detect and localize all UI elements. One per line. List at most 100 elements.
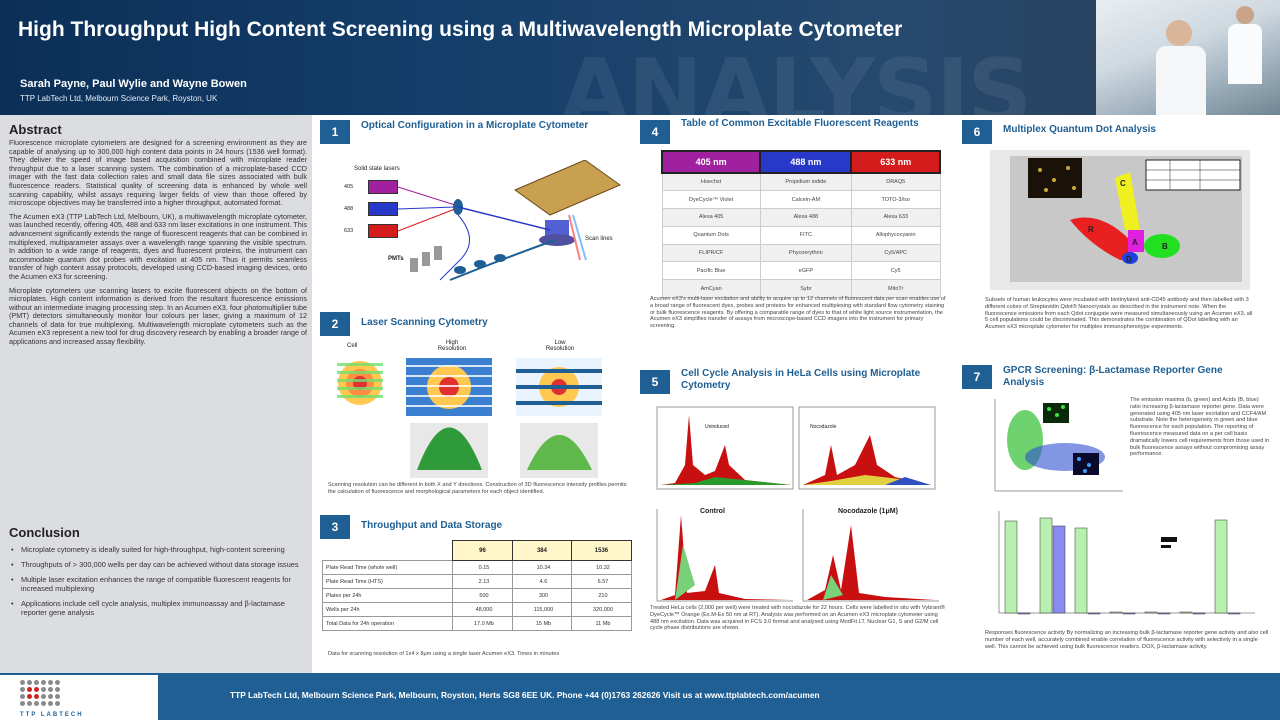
table-cell: 10.32 (570, 560, 633, 575)
section-number: 2 (320, 312, 350, 336)
bar-B-s1 (1052, 525, 1066, 614)
table-cell: 15 Mb (511, 616, 572, 631)
svg-text:A: A (1132, 238, 1138, 247)
section-number: 1 (320, 120, 350, 144)
section-title: Optical Configuration in a Microplate Cy… (361, 120, 589, 131)
section-caption: Data for scanning resolution of 1x4 x 8µ… (328, 651, 560, 657)
table-cell: 210 (570, 588, 633, 603)
table-cell: Phycoerythrin (759, 243, 852, 263)
authors: Sarah Payne, Paul Wylie and Wayne Bowen (20, 78, 247, 90)
section-caption: Scanning resolution can be different in … (328, 482, 627, 495)
histogram-label: Nocodazole (810, 424, 837, 430)
svg-text:B: B (1162, 242, 1168, 251)
poster-header: ANALYSIS High Throughput High Content Sc… (0, 0, 1280, 115)
abstract-heading: Abstract (9, 122, 62, 137)
optical-path-svg (397, 160, 622, 281)
table-cell: DRAQ5 (850, 172, 941, 192)
table-cell: Cy5/APC (850, 243, 941, 263)
laser-488-label: 488 (344, 206, 354, 212)
table-cell: Hoechst (661, 172, 761, 192)
abstract-paragraph: The Acumen eX3 (TTP LabTech Ltd, Melbour… (9, 211, 307, 281)
pmts-label: PMTs (388, 256, 404, 262)
header-background-word: ANALYSIS (560, 40, 1032, 115)
table-header: 405 nm (660, 150, 762, 174)
table-row: Plate Read Time (whole well) 0.15 10.34 … (322, 560, 633, 575)
table-header: 1536 (570, 540, 633, 561)
section-title: GPCR Screening: β-Lactamase Reporter Gen… (1003, 365, 1223, 388)
table-cell: 0.15 (452, 560, 513, 575)
lasers-label: Solid state lasers (354, 166, 400, 172)
section-number: 7 (962, 365, 992, 389)
table-cell: DyeCycle™ Violet (661, 190, 761, 210)
table-cell: Quantum Dots (661, 225, 761, 245)
poster-title: High Throughput High Content Screening u… (18, 18, 903, 41)
table-cell: 500 (452, 588, 513, 603)
section-caption: Responses fluorescence activity By norma… (985, 630, 1269, 650)
bar-F-s1 (1192, 612, 1206, 615)
section-title: Multiplex Quantum Dot Analysis (1003, 124, 1156, 135)
section-number: 5 (640, 370, 670, 394)
table-cell: 48,000 (452, 602, 513, 617)
abstract-paragraph: Microplate cytometers use scanning laser… (9, 285, 307, 347)
logo-text: TTP LABTECH (20, 712, 84, 718)
gpcr-side-text: The emission maxima (b, green) and Acids… (1130, 397, 1270, 458)
bar-G-s1 (1227, 612, 1241, 615)
conclusion-heading: Conclusion (9, 525, 80, 540)
throughput-table: 96 384 1536 Plate Read Time (whole well)… (322, 540, 633, 631)
logo-dots-icon (20, 680, 60, 706)
section-number: 4 (640, 120, 670, 144)
laser-405 (368, 180, 398, 194)
section-caption: Subsets of human leukocytes were incubat… (985, 297, 1253, 331)
table-row: Plate Read Time (HTS) 2.13 4.6 6.57 (322, 574, 633, 589)
section-caption: Treated HeLa cells (2,000 per well) were… (650, 605, 946, 632)
section-number: 6 (962, 120, 992, 144)
table-cell: Alexa 488 (759, 208, 852, 227)
section-caption: Acumen eX3's multi-laser excitation and … (650, 296, 946, 330)
beta-lactamase-scatter-svg (985, 395, 1125, 495)
abstract-text: Fluorescence microplate cytometers are d… (9, 138, 307, 352)
high-res-label: High Resolution (437, 340, 467, 352)
list-item: Applications include cell cycle analysis… (9, 599, 307, 617)
section-title: Cell Cycle Analysis in HeLa Cells using … (681, 368, 921, 391)
table-row: Total Data for 24h operation 17.0 Mb 15 … (322, 616, 633, 631)
low-res-label: Low Resolution (545, 340, 575, 352)
table-cell: eGFP (759, 261, 852, 281)
laser-633 (368, 224, 398, 238)
laser-488 (368, 202, 398, 216)
svg-text:D: D (1126, 255, 1132, 264)
table-cell: 2.13 (452, 574, 513, 589)
bar-A-s1 (1017, 612, 1031, 615)
nocodazole-label: Nocodazole (1μM) (838, 508, 898, 515)
laser-405-label: 405 (344, 184, 354, 190)
table-cell: FITC (759, 225, 852, 245)
table-cell: 11 Mb (570, 616, 633, 631)
section-title: Table of Common Excitable Fluorescent Re… (681, 118, 919, 129)
table-header: 384 (511, 540, 572, 561)
table-cell: MitoTr (850, 279, 941, 299)
table-cell: Calcein-AM (759, 190, 852, 210)
histogram-label: Uninduced (705, 424, 729, 430)
bar-A-s0 (1004, 520, 1018, 614)
beta-lactamase-bar-chart-svg (998, 511, 1255, 615)
list-item: Multiple laser excitation enhances the r… (9, 575, 307, 593)
row-label: Total Data for 24h operation (322, 616, 453, 631)
bar-D-s0 (1109, 611, 1123, 614)
section-number: 3 (320, 515, 350, 539)
table-cell: 115,000 (511, 602, 572, 617)
lab-photo (1096, 0, 1280, 115)
abstract-paragraph: Fluorescence microplate cytometers are d… (9, 138, 307, 208)
svg-text:R: R (1088, 225, 1094, 234)
scanning-diagram-svg (337, 358, 602, 478)
table-cell: 10.34 (511, 560, 572, 575)
table-cell: 6.57 (570, 574, 633, 589)
left-column: Abstract Fluorescence microplate cytomet… (0, 115, 312, 673)
section-title: Throughput and Data Storage (361, 520, 503, 531)
bar-C-s1 (1087, 612, 1101, 615)
table-cell: 320,000 (570, 602, 633, 617)
